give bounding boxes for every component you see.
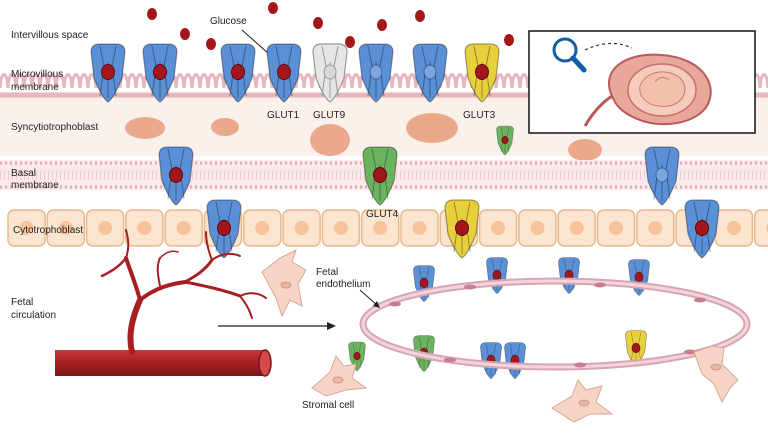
label-stromal-cell: Stromal cell: [302, 400, 354, 411]
pregnancy-uterus-icon: [583, 53, 712, 127]
glut3-transporter: [464, 43, 500, 103]
magnifier-icon: [552, 37, 587, 73]
glut1-transporter: [358, 43, 394, 103]
syncytio-nuclei: [125, 113, 602, 161]
cytotrophoblast-cell: [400, 209, 439, 247]
label-cytotrophoblast: Cytotrophoblast: [13, 225, 83, 236]
glut1-transporter: [90, 43, 126, 103]
label-basal-2: membrane: [11, 180, 59, 191]
glut9-transporter: [312, 43, 348, 103]
endothelium-pointer: [359, 289, 379, 307]
cytotrophoblast-cell: [85, 209, 125, 247]
glut1-transporter: [684, 199, 720, 259]
dashed-pointer: [584, 42, 633, 51]
label-glut1: GLUT1: [267, 110, 300, 121]
fetal-blood-vessel: [55, 229, 272, 377]
glut1-transporter: [558, 257, 580, 295]
glut4-transporter: [362, 146, 398, 206]
glut1-transporter: [628, 259, 650, 297]
glut3-transporter: [444, 199, 480, 259]
fetal-endothelium-ring: [359, 277, 751, 371]
cytotrophoblast-cell: [46, 209, 86, 247]
cytotrophoblast-cell: [164, 209, 203, 247]
glut1-transporter: [644, 146, 680, 206]
stromal-cell: [311, 355, 368, 397]
cytotrophoblast-cell: [636, 209, 675, 247]
glut1-transporter: [412, 43, 448, 103]
stromal-cells: [261, 249, 739, 423]
label-glucose: Glucose: [210, 16, 247, 27]
cytotrophoblast-cell: [243, 209, 282, 247]
label-microvillous-1: Microvillous: [11, 69, 63, 80]
cytotrophoblast-cell: [7, 209, 46, 247]
label-microvillous-2: membrane: [11, 82, 59, 93]
cytotrophoblast-cell: [321, 209, 361, 247]
label-glut3: GLUT3: [463, 110, 496, 121]
label-syncytiotrophoblast: Syncytiotrophoblast: [11, 122, 98, 133]
cytotrophoblast-cell: [714, 209, 754, 247]
glucose-molecules: [147, 2, 514, 50]
label-basal-1: Basal: [11, 168, 36, 179]
glut1-transporter: [486, 257, 508, 295]
stromal-cell: [551, 379, 614, 423]
glut1-transporter: [480, 342, 502, 380]
stromal-cell: [261, 249, 307, 318]
glut1-transporter: [158, 146, 194, 206]
cytotrophoblast-cell: [125, 209, 164, 247]
cytotrophoblast-cell: [478, 209, 518, 247]
label-fetal-circulation-2: circulation: [11, 310, 56, 321]
glut1-transporter: [266, 43, 302, 103]
glut4-transporter: [348, 341, 366, 372]
cytotrophoblast-cell: [360, 209, 400, 247]
label-intervillous-space: Intervillous space: [11, 30, 89, 41]
inset-panel: [528, 30, 756, 134]
cytotrophoblast-cell: [518, 209, 557, 247]
glut1-transporter: [142, 43, 178, 103]
cytotrophoblast-cell: [596, 209, 636, 247]
glut1-transporter: [206, 199, 242, 259]
label-glut4: GLUT4: [366, 209, 399, 220]
stromal-cell: [693, 345, 739, 404]
label-glut9: GLUT9: [313, 110, 346, 121]
label-fetal-endothelium-2: endothelium: [316, 279, 370, 290]
cytotrophoblast-cell: [282, 209, 321, 247]
glut1-transporter: [220, 43, 256, 103]
glut4-transporter: [496, 125, 514, 156]
cytotrophoblast-cell: [557, 209, 596, 247]
cytotrophoblast-cell: [753, 209, 768, 247]
label-fetal-endothelium-1: Fetal: [316, 267, 338, 278]
glut1-transporter: [504, 342, 526, 380]
label-fetal-circulation-1: Fetal: [11, 297, 33, 308]
